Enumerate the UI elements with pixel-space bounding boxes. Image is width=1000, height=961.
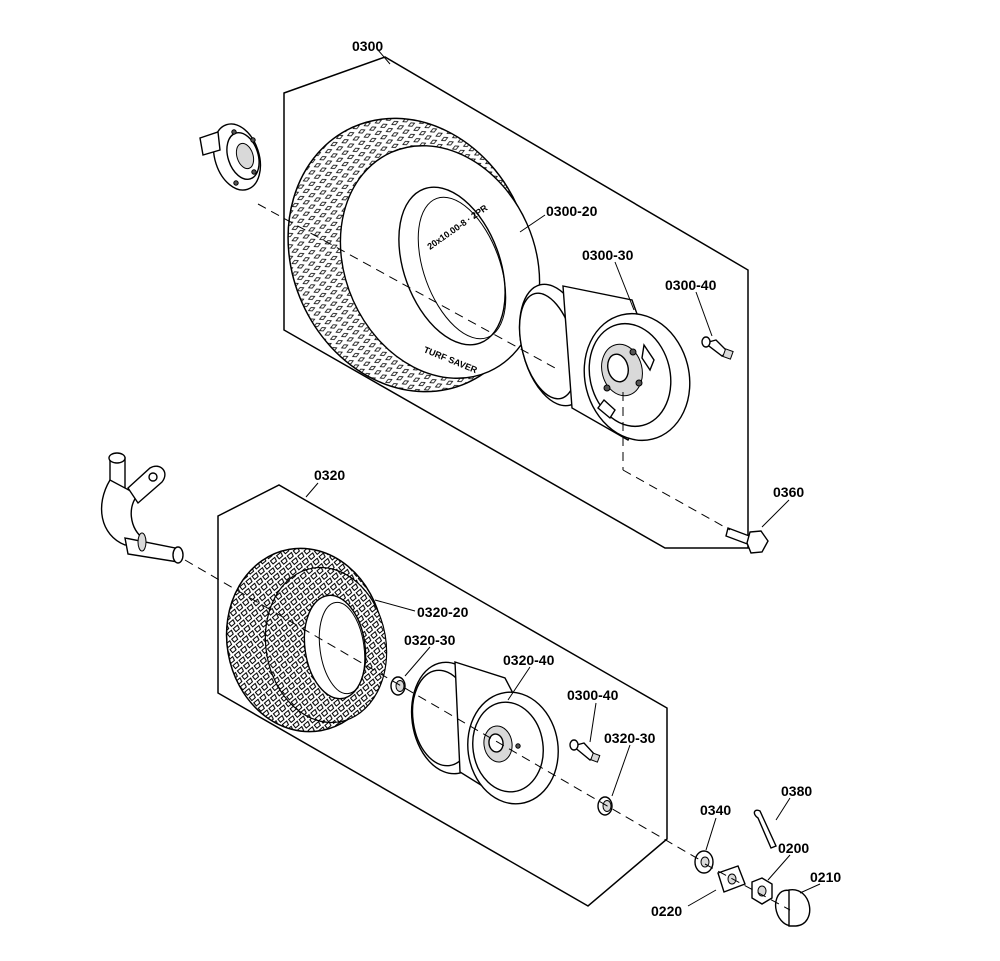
callout-0300: 0300: [352, 38, 383, 54]
callout-0320-30-left: 0320-30: [404, 632, 456, 648]
hub-flange-part: [199, 123, 262, 191]
assembly-axis-lines: [184, 203, 791, 911]
callout-0320-20: 0320-20: [417, 604, 469, 620]
knobby-tire-part: [225, 547, 388, 733]
callout-0320: 0320: [314, 467, 345, 483]
leader-lines: [305, 49, 821, 907]
bearing-part-right: [597, 796, 613, 816]
callout-0360: 0360: [773, 484, 804, 500]
callout-0300-20: 0300-20: [546, 203, 598, 219]
valve-stem-part-bottom: [569, 739, 601, 763]
callout-0340: 0340: [700, 802, 731, 818]
callout-0300-30: 0300-30: [582, 247, 634, 263]
valve-stem-part-top: [701, 336, 734, 360]
rim-part-0300-30: [518, 283, 691, 442]
callout-0300-40-top: 0300-40: [665, 277, 717, 293]
castle-nut-part-0200: [751, 877, 773, 905]
callout-0220: 0220: [651, 903, 682, 919]
callout-0300-40-bottom: 0300-40: [567, 687, 619, 703]
callout-0320-40: 0320-40: [503, 652, 555, 668]
bearing-part-left: [390, 676, 406, 696]
retainer-part-0220: [717, 865, 746, 893]
bolt-part-0360: [725, 527, 769, 554]
panel-0300: [283, 56, 749, 549]
callout-0320-30-right: 0320-30: [604, 730, 656, 746]
callout-0200: 0200: [778, 840, 809, 856]
panel-0320: [217, 484, 668, 907]
callout-0210: 0210: [810, 869, 841, 885]
caster-spindle-part: [100, 452, 184, 564]
callout-0380: 0380: [781, 783, 812, 799]
washer-part-0340: [694, 850, 714, 874]
callout-labels: 0300 0300-20 0300-30 0300-40 0360 0320 0…: [314, 38, 841, 919]
cotter-pin-part-0380: [753, 809, 777, 849]
dust-cap-part-0210: [774, 889, 811, 927]
turf-tire-part: 20x10.00-8 · 2PR TURF SAVER: [287, 117, 541, 393]
rim-part-0320-40: [410, 661, 559, 805]
